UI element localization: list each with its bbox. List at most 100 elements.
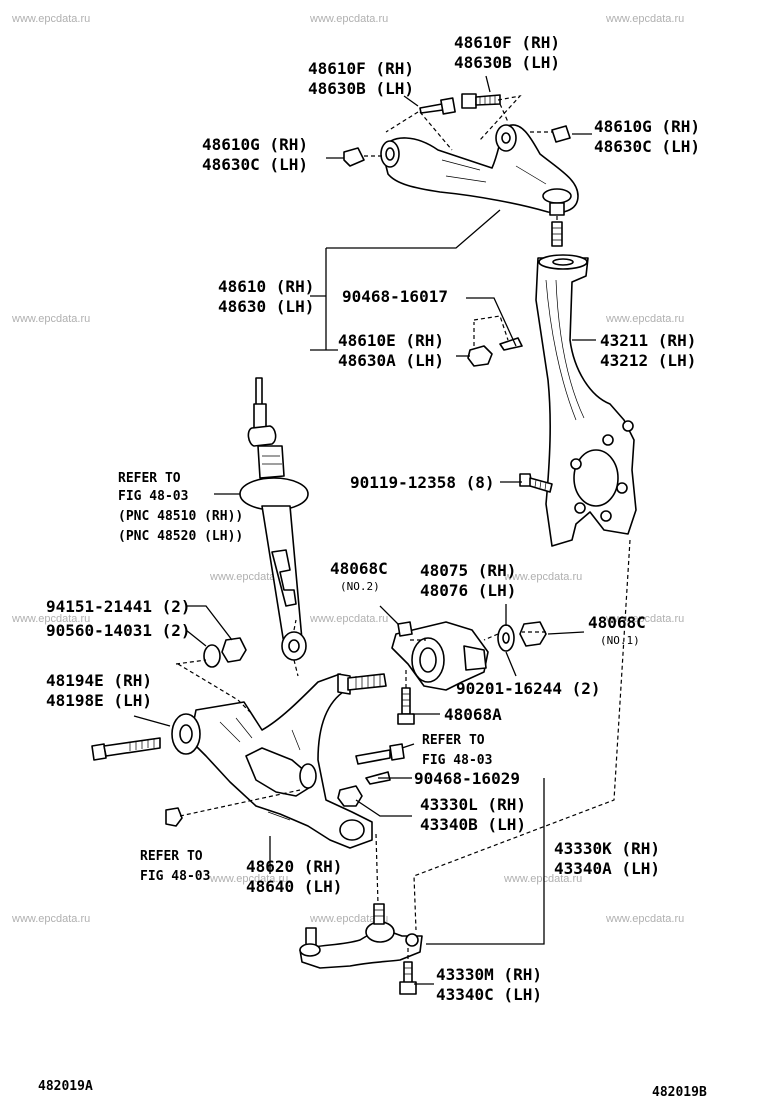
part-number: 48194E (RH) — [46, 671, 152, 690]
lower-ball-joint — [299, 903, 423, 969]
refer-text: (PNC 48520 (LH)) — [118, 529, 243, 544]
part-number: 48630B (LH) — [454, 53, 560, 72]
part-number: 48610G (RH) — [594, 117, 700, 136]
callout-48194e: 48194E (RH) 48198E (LH) — [46, 671, 152, 710]
lower-ball-nut — [337, 785, 363, 807]
callout-90119-12358: 90119-12358 (8) — [350, 473, 495, 492]
part-number: 48630 (LH) — [218, 297, 314, 316]
watermark: www.epcdata.ru — [605, 913, 684, 925]
callout-90560-14031: 90560-14031 (2) — [46, 621, 191, 640]
callout-43330m: 43330M (RH) 43340C (LH) — [436, 965, 542, 1004]
part-number: 48630B (LH) — [308, 79, 414, 98]
lower-arm-nut-left — [165, 807, 183, 827]
part-number: 43330K (RH) — [554, 839, 660, 858]
strut-bracket — [391, 621, 489, 691]
watermark: www.epcdata.ru — [11, 13, 90, 25]
part-number: 48610F (RH) — [308, 59, 414, 78]
upper-control-arm — [380, 124, 579, 216]
upper-cotter-pin — [499, 337, 523, 351]
callout-48610g-right: 48610G (RH) 48630C (LH) — [594, 117, 700, 156]
watermark: www.epcdata.ru — [309, 13, 388, 25]
strut-nut-no1 — [519, 621, 547, 647]
watermark: www.epcdata.ru — [209, 571, 288, 583]
ball-joint-bolt — [399, 961, 417, 995]
strut-nut-no2 — [397, 621, 413, 637]
callout-48610: 48610 (RH) 48630 (LH) — [218, 277, 314, 316]
part-number: 48630C (LH) — [594, 137, 700, 156]
callout-48610e: 48610E (RH) 48630A (LH) — [338, 331, 444, 370]
leader-lines — [133, 75, 596, 985]
part-number: 43330M (RH) — [436, 965, 542, 984]
callout-90468-16029: 90468-16029 — [414, 769, 520, 788]
part-number: 48640 (LH) — [246, 877, 342, 896]
refer-text: FIG 48-03 — [140, 869, 210, 884]
part-number: 43340C (LH) — [436, 985, 542, 1004]
callout-48610f-right: 48610F (RH) 48630B (LH) — [454, 33, 560, 72]
part-number: 48620 (RH) — [246, 857, 342, 876]
callout-48068a: 48068A — [444, 705, 502, 724]
watermarks: www.epcdata.ru www.epcdata.ru www.epcdat… — [11, 13, 684, 925]
refer-text: REFER TO — [140, 849, 203, 864]
callout-refer-low: REFER TO FIG 48-03 — [140, 849, 210, 884]
knuckle-bolt — [519, 473, 553, 493]
callout-90468-16017: 90468-16017 — [342, 287, 448, 306]
diagram-code-left: 482019A — [38, 1079, 93, 1094]
callout-refer-mid: REFER TO FIG 48-03 — [422, 733, 492, 768]
strut-bolt-48068a — [397, 687, 415, 725]
part-number: 43330L (RH) — [420, 795, 526, 814]
upper-arm-bolt-left — [419, 97, 456, 115]
callout-48610f-left: 48610F (RH) 48630B (LH) — [308, 59, 414, 98]
upper-arm-nut-left — [343, 147, 365, 167]
callout-43330l: 43330L (RH) 43340B (LH) — [420, 795, 526, 834]
washer-90201 — [497, 624, 515, 652]
steering-knuckle — [535, 254, 637, 547]
callout-48068c-no2: 48068C (NO.2) — [330, 559, 388, 593]
callout-90201-16244: 90201-16244 (2) — [456, 679, 601, 698]
watermark: www.epcdata.ru — [11, 613, 90, 625]
callout-shock-refer: REFER TO FIG 48-03 (PNC 48510 (RH)) (PNC… — [118, 471, 243, 544]
watermark: www.epcdata.ru — [605, 613, 684, 625]
part-number: 48630A (LH) — [338, 351, 444, 370]
part-number: 43340A (LH) — [554, 859, 660, 878]
part-number: 43211 (RH) — [600, 331, 696, 350]
refer-text: FIG 48-03 — [422, 753, 492, 768]
refer-text: REFER TO — [118, 471, 181, 486]
part-number: 48610F (RH) — [454, 33, 560, 52]
watermark: www.epcdata.ru — [605, 13, 684, 25]
upper-arm-bolt-right — [461, 93, 501, 109]
watermark: www.epcdata.ru — [503, 571, 582, 583]
watermark: www.epcdata.ru — [605, 313, 684, 325]
part-number: 48198E (LH) — [46, 691, 152, 710]
shock-absorber — [239, 377, 309, 661]
watermark: www.epcdata.ru — [209, 873, 288, 885]
callout-48075: 48075 (RH) 48076 (LH) — [420, 561, 516, 600]
watermark: www.epcdata.ru — [11, 313, 90, 325]
part-number: 48630C (LH) — [202, 155, 308, 174]
part-number: 48610G (RH) — [202, 135, 308, 154]
callout-48610g-left: 48610G (RH) 48630C (LH) — [202, 135, 308, 174]
refer-text: REFER TO — [422, 733, 485, 748]
callout-48620: 48620 (RH) 48640 (LH) — [246, 857, 342, 896]
part-number: 48076 (LH) — [420, 581, 516, 600]
callout-43211: 43211 (RH) 43212 (LH) — [600, 331, 696, 370]
callout-48068c-no1: 48068C (NO.1) — [588, 613, 646, 647]
watermark: www.epcdata.ru — [503, 873, 582, 885]
nut-94151 — [221, 637, 247, 663]
part-number: 43340B (LH) — [420, 815, 526, 834]
washer-90560 — [203, 644, 221, 668]
watermark: www.epcdata.ru — [11, 913, 90, 925]
upper-ball-stud — [551, 221, 563, 247]
upper-ball-nut — [467, 345, 493, 367]
upper-arm-nut-right — [551, 125, 571, 143]
part-number: 48068C — [330, 559, 388, 578]
watermark: www.epcdata.ru — [309, 913, 388, 925]
part-number: 48610E (RH) — [338, 331, 444, 350]
refer-text: (PNC 48510 (RH)) — [118, 509, 243, 524]
part-qualifier: (NO.2) — [340, 580, 380, 593]
lower-arm-bolt-mid — [355, 743, 405, 765]
callout-94151-21441: 94151-21441 (2) — [46, 597, 191, 616]
refer-text: FIG 48-03 — [118, 489, 188, 504]
bushing-bolt-48194e — [91, 737, 161, 761]
diagram-code-right: 482019B — [652, 1085, 707, 1100]
